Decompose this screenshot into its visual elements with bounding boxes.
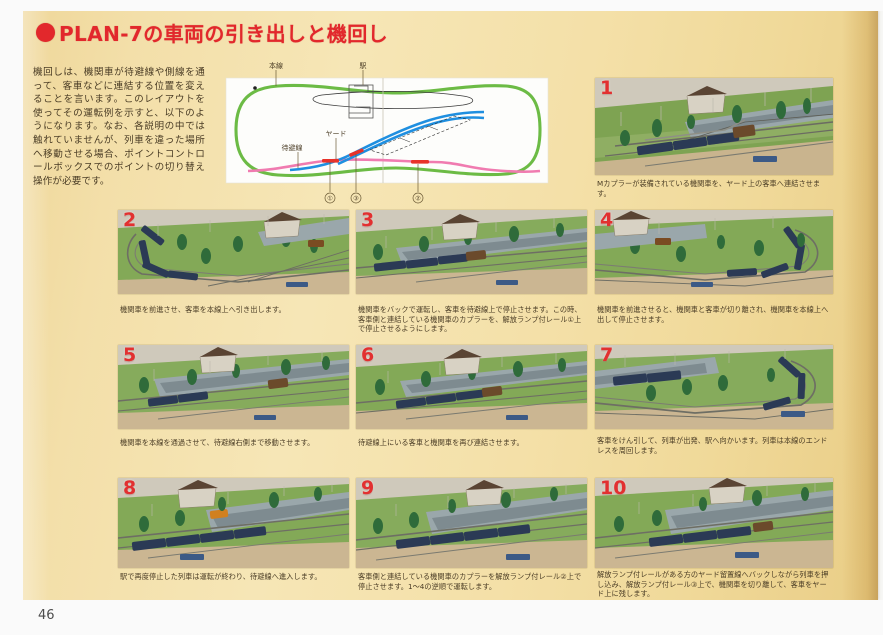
track-plan-diagram: 本線 駅 ヤード 待避線 ① ③ ②: [218, 58, 556, 206]
photo-3: 3: [356, 210, 587, 294]
photo-caption-1: Mカプラーが装備されている機関車を、ヤード上の客車へ連結させます。: [597, 179, 821, 198]
photo-number-8: 8: [123, 478, 137, 499]
yard-track-a: [289, 110, 485, 172]
photo-caption-6: 待避線上にいる客車と機関車を再び連結させます。: [358, 438, 524, 447]
photo-number-2: 2: [123, 210, 137, 231]
photo-4: 4: [595, 210, 833, 294]
photo-caption-3: 機関車をバックで運転し、客車を待避線上で停止させます。この時、客車側と連結してい…: [358, 305, 582, 334]
page-title-text: PLAN-7の車両の引き出しと機回し: [59, 22, 389, 46]
photo-1: 1: [595, 78, 833, 175]
photo-caption-2: 機関車を前進させ、客車を本線上へ引き出します。: [120, 305, 286, 314]
photo-2: 2: [118, 210, 349, 294]
photo-8: 8: [118, 478, 349, 568]
label-siding: 待避線: [282, 143, 303, 152]
intro-paragraph: 機回しは、機関車が待避線や側線を通って、客車などに連結する位置を変えることを言い…: [33, 67, 205, 187]
point-marker-1: ①: [327, 195, 333, 203]
photo-10: 10: [595, 478, 833, 568]
yard-track-b: [337, 116, 485, 166]
page-title: PLAN-7の車両の引き出しと機回し: [36, 18, 388, 47]
station-loop-track: [312, 90, 474, 110]
photo-number-10: 10: [600, 478, 627, 499]
photo-number-1: 1: [600, 78, 614, 99]
main-line-track: [234, 83, 542, 178]
uncoupler-rail-1: [322, 159, 339, 163]
photo-caption-10: 解放ランプ付レールがある方のヤード留置線へバックしながら列車を押し込み、解放ラン…: [597, 570, 829, 599]
uncoupler-rail-3: [349, 148, 364, 157]
label-station: 駅: [360, 62, 367, 70]
left-margin: [0, 0, 23, 635]
point-marker-2: ②: [415, 195, 421, 203]
photo-6: 6: [356, 345, 587, 429]
photo-number-7: 7: [600, 345, 614, 366]
photo-caption-8: 駅で再度停止した列車は運転が終わり、待避線へ進入します。: [120, 572, 322, 581]
red-bullet-icon: [36, 23, 55, 42]
photo-number-4: 4: [600, 210, 614, 231]
photo-caption-5: 機関車を本線を通過させて、待避線右側まで移動させます。: [120, 438, 315, 447]
photo-number-3: 3: [361, 210, 375, 231]
label-yard: ヤード: [326, 130, 347, 138]
photo-number-9: 9: [361, 478, 375, 499]
photo-7: 7: [595, 345, 833, 429]
photo-caption-9: 客車側と連結している機関車のカプラーを解放ランプ付レール②上で停止させます。1～…: [358, 572, 582, 591]
photo-caption-7: 客車をけん引して、列車が出発、駅へ向かいます。列車は本線のエンドレスを周回します…: [597, 436, 828, 455]
photo-5: 5: [118, 345, 349, 429]
photo-caption-4: 機関車を前進させると、機関車と客車が切り離され、機関車を本線上へ出して停止させま…: [597, 305, 829, 324]
bottom-margin: [0, 600, 883, 635]
track-plan-svg: 本線 駅 ヤード 待避線 ① ③ ②: [225, 61, 549, 204]
page-number: 46: [38, 608, 55, 623]
photo-9: 9: [356, 478, 587, 568]
label-main-line: 本線: [269, 61, 283, 70]
uncoupler-rail-2: [411, 160, 429, 164]
top-margin: [0, 0, 883, 11]
photo-number-6: 6: [361, 345, 375, 366]
point-marker-3: ③: [353, 195, 359, 203]
photo-number-5: 5: [123, 345, 137, 366]
